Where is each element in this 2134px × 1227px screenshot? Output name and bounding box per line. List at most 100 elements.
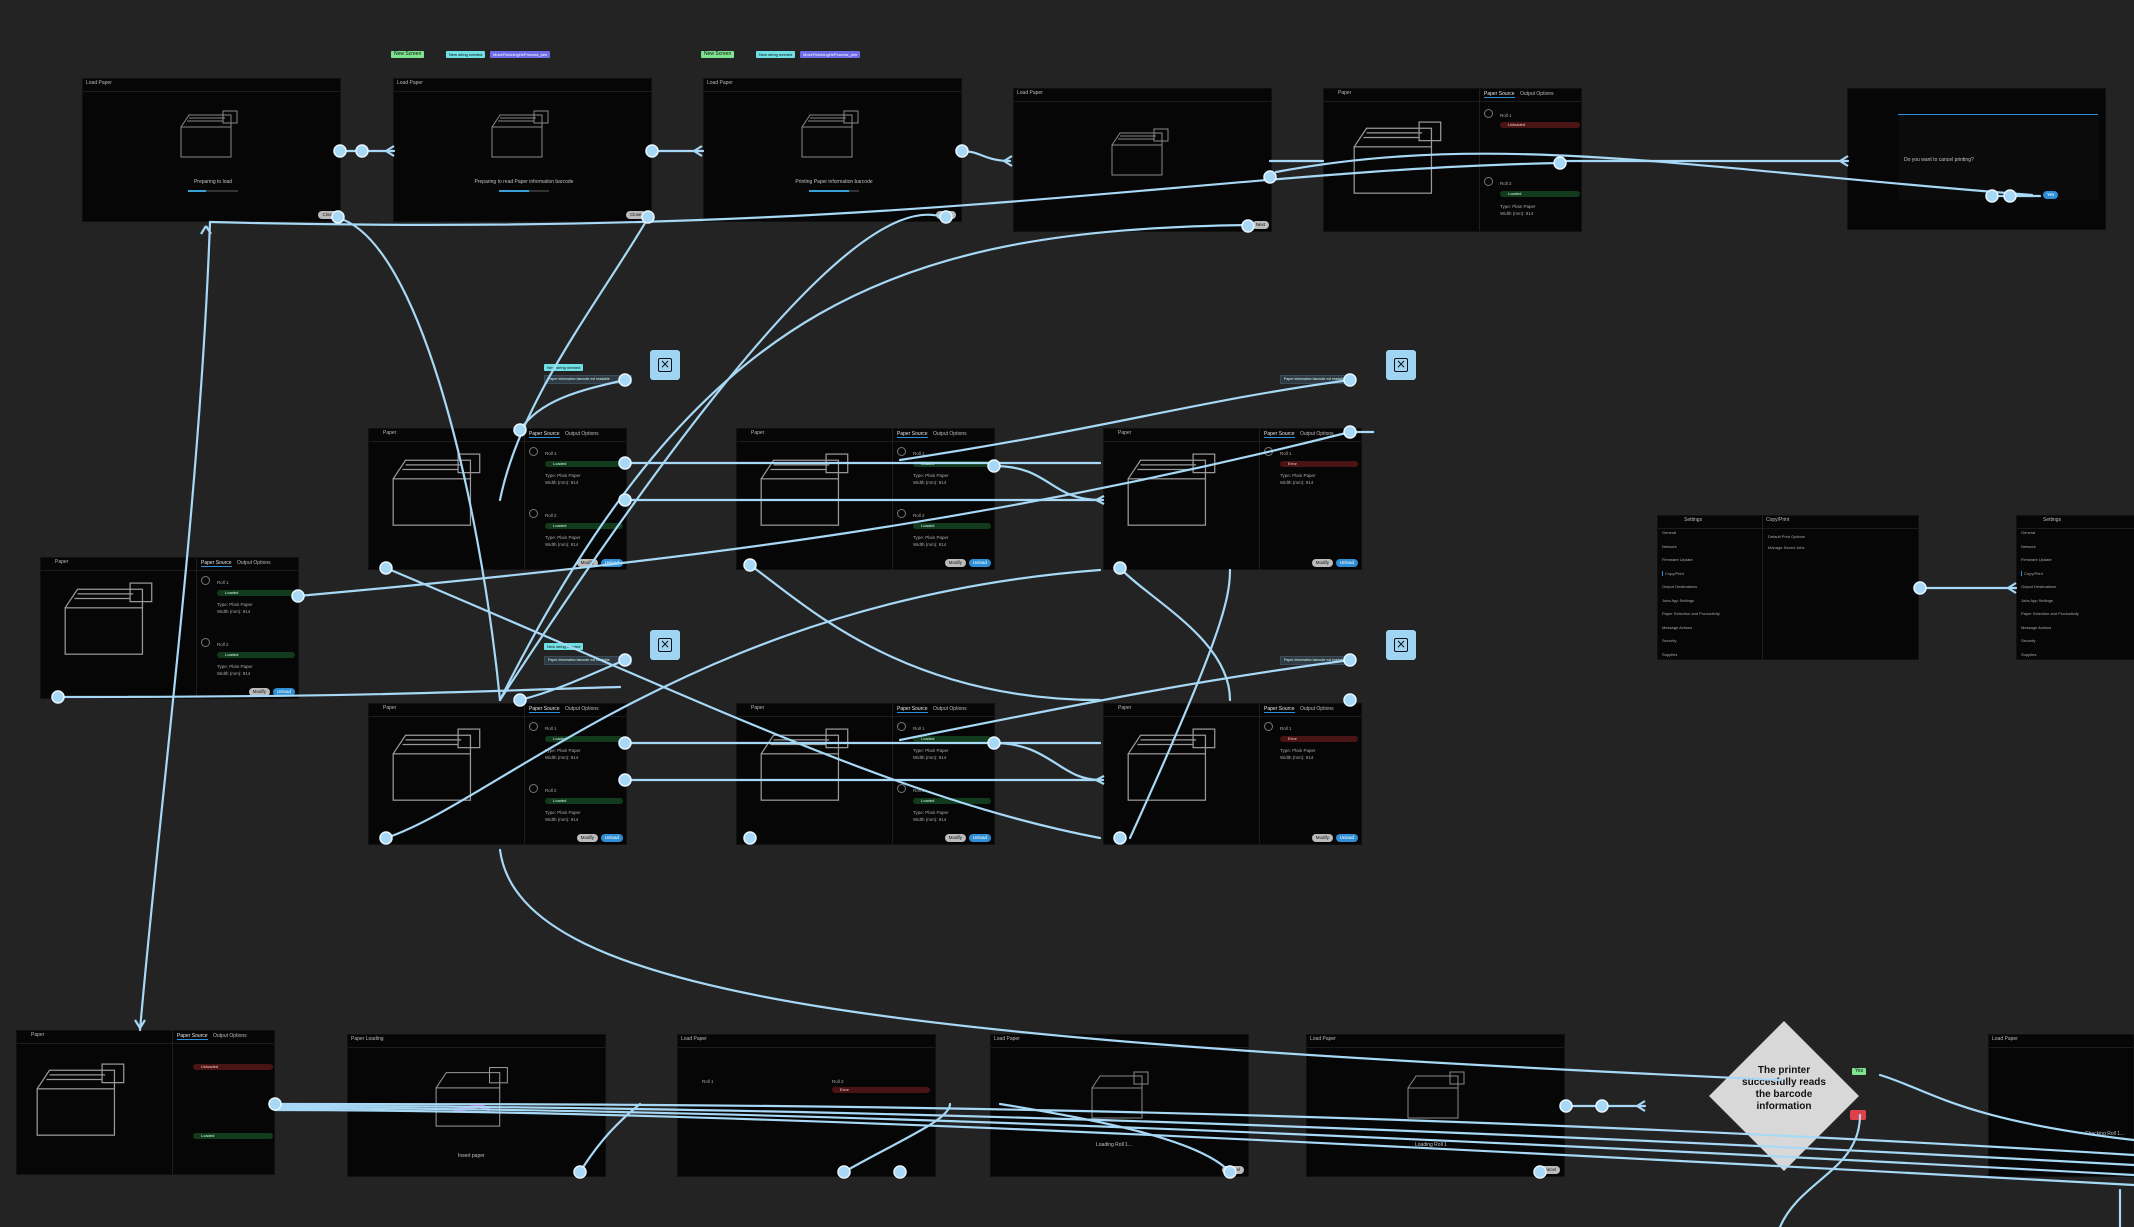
roll-1-label: Roll 1: [545, 726, 557, 731]
unload-button[interactable]: Unload: [1335, 834, 1358, 842]
settings-menu-item[interactable]: Message Actions: [2021, 624, 2052, 630]
screen-title: Paper: [751, 430, 765, 436]
modify-button[interactable]: Modify: [1311, 834, 1333, 842]
roll-2-label: Roll 2: [1500, 181, 1512, 186]
tab-paper-source[interactable]: Paper Source: [1264, 706, 1295, 713]
unload-button[interactable]: Unload: [968, 834, 991, 842]
tab-output-options[interactable]: Output Options: [213, 1033, 247, 1039]
status-caption: Loading Roll 1...: [1096, 1142, 1133, 1148]
paper-source-panel: Paper Source Output Options Roll 1 Loade…: [196, 558, 301, 698]
paper-screen[interactable]: Paper Paper Source Output Options Roll 1…: [368, 428, 627, 570]
close-button[interactable]: Close: [626, 211, 646, 219]
cancel-button[interactable]: Cancel: [1537, 1166, 1560, 1174]
status-caption: Loading Roll 1: [1415, 1142, 1447, 1148]
modify-button[interactable]: Modify: [248, 688, 270, 696]
settings-menu-item[interactable]: Network: [1662, 543, 1677, 549]
settings-menu-item[interactable]: Paper Selection and Productivity: [2021, 611, 2079, 616]
settings-menu-item[interactable]: General: [1662, 530, 1677, 535]
unload-button[interactable]: Unload: [272, 688, 295, 696]
screen-header: [1104, 704, 1361, 717]
settings-menu-item[interactable]: Paper Selection and Productivity: [1662, 611, 1720, 616]
settings-option[interactable]: Default Print Options: [1768, 534, 1805, 539]
screen-title: Load Paper: [86, 80, 112, 86]
paper-screen[interactable]: Paper Paper Source Output Options Roll 1…: [736, 703, 995, 845]
tab-output-options[interactable]: Output Options: [1300, 431, 1334, 437]
next-button[interactable]: Next: [1251, 221, 1269, 229]
close-button[interactable]: Close: [318, 211, 338, 219]
settings-menu-item[interactable]: Security: [1662, 638, 1677, 643]
settings-menu-item[interactable]: Security: [2021, 638, 2036, 643]
tab-paper-source[interactable]: Paper Source: [897, 431, 928, 438]
paper-screen[interactable]: Paper Paper Source Output Options Roll 1…: [40, 557, 299, 699]
tab-output-options[interactable]: Output Options: [237, 560, 271, 566]
unload-button[interactable]: Unload: [600, 834, 623, 842]
settings-menu-item[interactable]: Firmware Update: [1662, 557, 1693, 562]
roll-1-status: Loaded: [913, 736, 991, 742]
close-x-button[interactable]: ×: [650, 350, 680, 380]
settings-menu-item[interactable]: General: [2021, 530, 2036, 535]
settings-menu-item[interactable]: Output Destinations: [2021, 584, 2057, 589]
settings-menu-item[interactable]: Supplies: [2021, 651, 2037, 657]
roll-icon: [897, 509, 906, 518]
load-paper-screen-4[interactable]: Load Paper Next: [1013, 88, 1272, 232]
roll-1-label: Roll 1: [702, 1079, 714, 1084]
settings-menu-item[interactable]: Copy/Print: [2021, 570, 2134, 576]
paper-screen[interactable]: Paper Paper Source Output Options Roll 1…: [1103, 428, 1362, 570]
screen-header: [991, 1035, 1248, 1048]
settings-menu-item[interactable]: Firmware Update: [2021, 557, 2052, 562]
printer-illustration: [392, 728, 481, 801]
close-x-button[interactable]: ×: [1386, 350, 1416, 380]
yes-button[interactable]: Yes: [2043, 191, 2059, 199]
load-paper-screen-2[interactable]: Load Paper Preparing to read Paper infor…: [393, 78, 652, 222]
tab-output-options[interactable]: Output Options: [1520, 91, 1554, 97]
roll-2-type: Type: Plain Paper: [545, 810, 581, 815]
paper-screen-bottom[interactable]: Paper Paper Source Output Options Unload…: [16, 1030, 275, 1175]
load-paper-screen-1[interactable]: Load Paper Preparing to load Close: [82, 78, 341, 222]
tab-paper-source[interactable]: Paper Source: [897, 706, 928, 713]
settings-menu-item[interactable]: Jobs App Settings: [1662, 597, 1695, 603]
roll-1-status: Error: [1280, 736, 1358, 742]
settings-menu-item[interactable]: Supplies: [1662, 651, 1678, 657]
settings-option[interactable]: Manage Saved Jobs: [1768, 545, 1805, 550]
tab-output-options[interactable]: Output Options: [933, 706, 967, 712]
load-paper-checking[interactable]: Load Paper Checking Roll 1...: [1988, 1034, 2134, 1177]
load-paper-loading[interactable]: Load Paper Loading Roll 1... Cancel: [990, 1034, 1249, 1177]
cancel-printing-dialog[interactable]: Do you want to cancel printing? Yes: [1847, 88, 2106, 230]
unload-button[interactable]: Unload: [968, 559, 991, 567]
screen-header: [1307, 1035, 1564, 1048]
modify-button[interactable]: Modify: [576, 559, 598, 567]
settings-menu-item[interactable]: Jobs App Settings: [2021, 597, 2054, 603]
yes-label: Yes: [1852, 1068, 1867, 1075]
screen-header: [83, 79, 340, 92]
tab-output-options[interactable]: Output Options: [1300, 706, 1334, 712]
modify-button[interactable]: Modify: [576, 834, 598, 842]
paper-screen[interactable]: Paper Paper Source Output Options Roll 1…: [368, 703, 627, 845]
roll-2-type: Type: Plain Paper: [217, 664, 253, 669]
settings-menu-item[interactable]: Message Actions: [1662, 624, 1693, 630]
load-paper-screen-3[interactable]: Load Paper Printing Paper information ba…: [703, 78, 962, 222]
tab-output-options[interactable]: Output Options: [565, 706, 599, 712]
roll-2-label: Roll 2: [832, 1079, 844, 1084]
paper-screen[interactable]: Paper Paper Source Output Options Roll 1…: [1103, 703, 1362, 845]
tab-paper-source[interactable]: Paper Source: [529, 706, 560, 713]
unload-button[interactable]: Unload: [1335, 559, 1358, 567]
roll-2-label: Roll 2: [913, 513, 925, 518]
settings-menu-item[interactable]: Output Destinations: [1662, 584, 1698, 589]
tab-paper-source[interactable]: Paper Source: [1484, 91, 1515, 98]
close-x-button[interactable]: ×: [1386, 630, 1416, 660]
tab-paper-source[interactable]: Paper Source: [201, 560, 232, 567]
settings-menu-item[interactable]: Network: [2021, 543, 2036, 549]
tab-paper-source[interactable]: Paper Source: [529, 431, 560, 438]
tab-output-options[interactable]: Output Options: [933, 431, 967, 437]
modify-button[interactable]: Modify: [944, 834, 966, 842]
close-x-button[interactable]: ×: [650, 630, 680, 660]
tab-paper-source[interactable]: Paper Source: [1264, 431, 1295, 438]
modify-button[interactable]: Modify: [944, 559, 966, 567]
modify-button[interactable]: Modify: [1311, 559, 1333, 567]
printer-illustration: [760, 453, 849, 526]
tab-output-options[interactable]: Output Options: [565, 431, 599, 437]
tab-paper-source[interactable]: Paper Source: [177, 1033, 208, 1040]
settings-menu-item[interactable]: Copy/Print: [1662, 570, 1761, 576]
